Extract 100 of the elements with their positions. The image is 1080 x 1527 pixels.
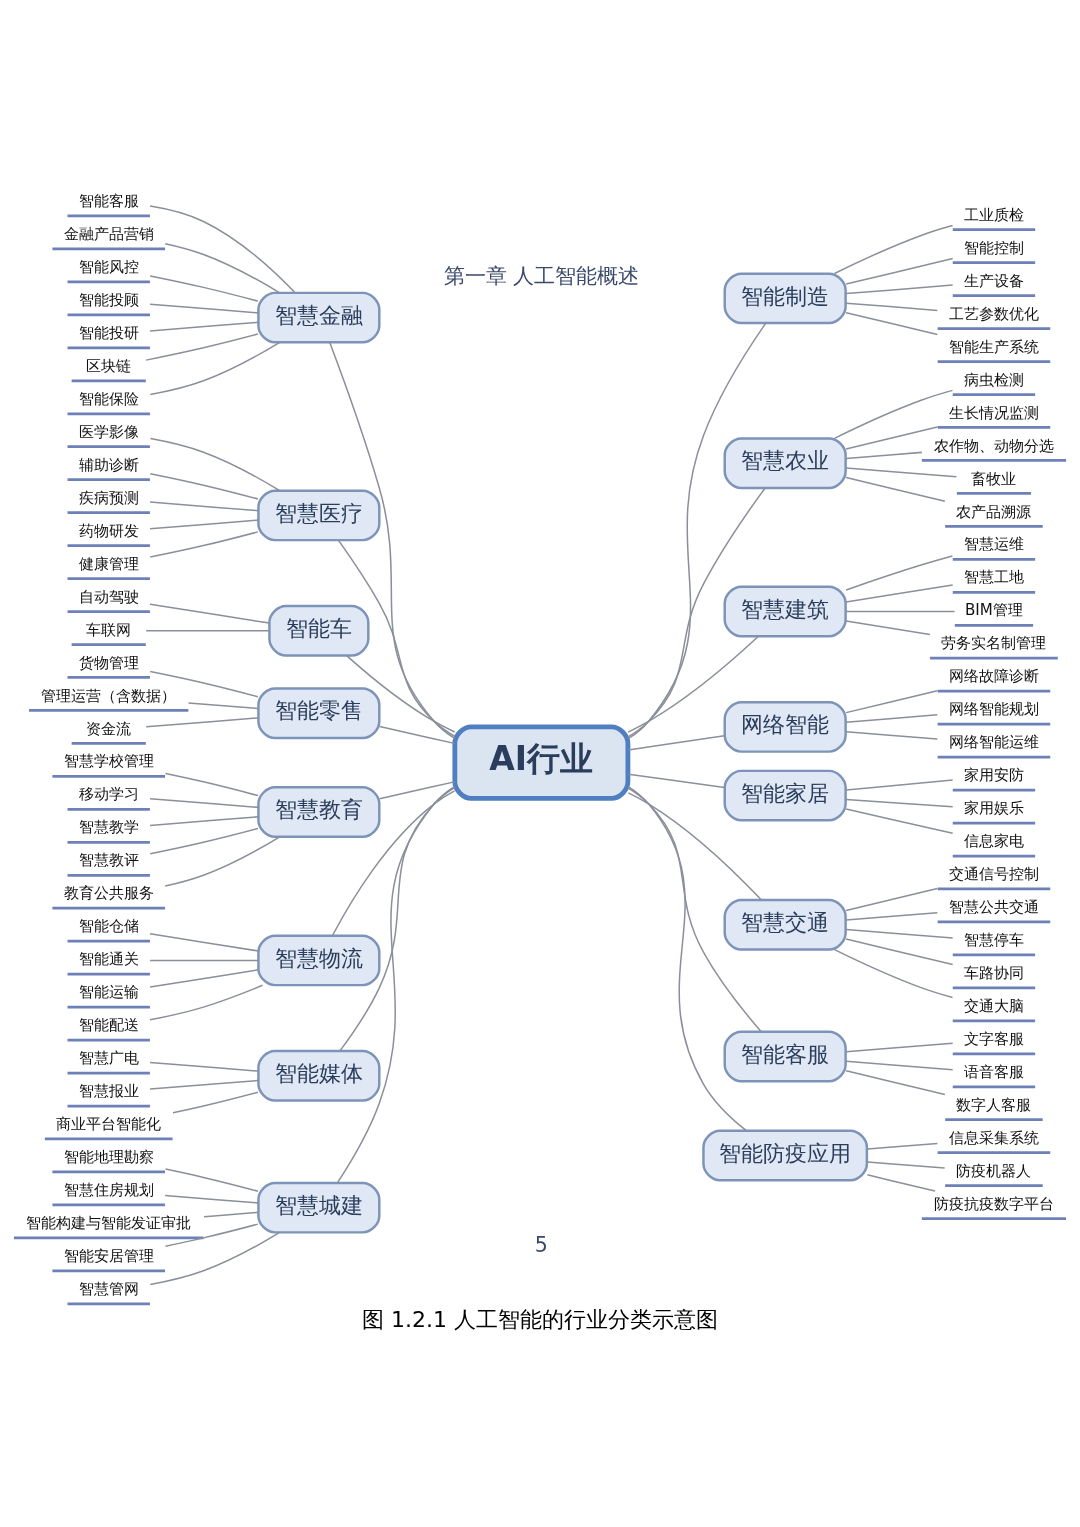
node-text: 智能安居管理 [63, 1246, 154, 1265]
node-text: 智慧停车 [963, 930, 1024, 949]
connector [845, 301, 939, 311]
connector [627, 322, 767, 739]
connector [378, 725, 456, 744]
node-box: 智慧物流 [257, 933, 381, 986]
node-text: 智能构建与智能发证审批 [26, 1213, 192, 1232]
connector [833, 224, 954, 274]
node-text: 网络智能规划 [948, 699, 1039, 718]
node-box: 智能客服 [723, 1030, 847, 1082]
node-box: 智慧建筑 [723, 585, 847, 637]
node-box: 网络智能 [723, 700, 847, 753]
connector [329, 341, 456, 739]
connector [845, 476, 946, 502]
node-box: 智慧教育 [257, 785, 381, 838]
node-text: 教育公共服务 [63, 883, 154, 902]
connector [149, 518, 260, 529]
connector [149, 1079, 260, 1090]
connector [339, 786, 456, 1052]
connector [164, 835, 281, 887]
node-text: 防疫抗疫数字平台 [933, 1194, 1054, 1213]
connector [833, 389, 954, 439]
node-text: 智能地理勘察 [63, 1147, 154, 1166]
connector [627, 734, 726, 751]
connector [149, 341, 281, 395]
node-box: 智慧农业 [723, 436, 847, 489]
connector [149, 984, 264, 1021]
node-text: 货物管理 [78, 653, 139, 672]
node-text: 商业平台智能化 [56, 1114, 162, 1133]
node-text: 信息采集系统 [948, 1128, 1039, 1147]
node-text: 文字客服 [963, 1029, 1024, 1048]
node-text: 工业质检 [963, 205, 1024, 224]
connector [378, 780, 456, 799]
connector [845, 937, 954, 965]
node-text: 智慧教评 [78, 850, 139, 869]
node-text: 智慧学校管理 [63, 751, 154, 770]
node-text: 智能风控 [78, 257, 139, 276]
node-text: 农产品溯源 [956, 501, 1032, 520]
connector [845, 1060, 954, 1071]
connector [627, 773, 726, 788]
caption: 图 1.2.1 人工智能的行业分类示意图 [362, 1306, 718, 1332]
node-text: 生长情况监测 [948, 403, 1039, 422]
connector [149, 827, 259, 855]
node-text: 网络智能运维 [948, 732, 1039, 751]
node-box: 智能制造 [723, 271, 847, 324]
connector [149, 303, 260, 314]
connector [203, 1211, 259, 1217]
node-text: 防疫机器人 [956, 1161, 1032, 1180]
node-text: BIM管理 [965, 600, 1023, 619]
connector [845, 928, 954, 939]
connector [149, 274, 259, 302]
node-text: 辅助诊断 [78, 455, 139, 474]
node-text: 病虫检测 [963, 370, 1024, 389]
connector [164, 242, 281, 293]
connector [845, 730, 939, 740]
node-text: 家用安防 [963, 765, 1024, 784]
connector [149, 500, 260, 511]
node-text: 移动学习 [78, 784, 139, 803]
node-text: 工艺参数优化 [948, 304, 1039, 323]
connector [845, 798, 954, 807]
node-text: 智能配送 [78, 1015, 139, 1034]
node-text: 智能客服 [78, 191, 139, 210]
label: 第一章 人工智能概述 [443, 263, 640, 288]
node-box: 智能零售 [257, 686, 381, 739]
connector [845, 887, 939, 911]
connector [866, 1173, 936, 1192]
connector [845, 311, 939, 335]
connector [164, 772, 259, 796]
connector [145, 629, 271, 632]
connector [149, 472, 259, 500]
node-text: 畜牧业 [971, 469, 1017, 488]
label: 5 [534, 1232, 548, 1257]
connector [149, 815, 260, 826]
node-text: 智能投顾 [78, 290, 139, 309]
node-box: 智能防疫应用 [702, 1129, 869, 1181]
node-text: 网络故障诊断 [948, 666, 1039, 685]
node-text: 区块链 [86, 356, 132, 375]
node-text: 数字人客服 [956, 1095, 1032, 1114]
connector [845, 911, 939, 921]
node-box: 智慧医疗 [257, 488, 381, 541]
connector [149, 959, 260, 961]
node-text: 健康管理 [78, 554, 139, 573]
node-text: 车联网 [86, 620, 132, 639]
node-text: 智能控制 [963, 238, 1024, 257]
node-text: 智慧广电 [78, 1048, 139, 1067]
node-text: 劳务实名制管理 [941, 633, 1047, 652]
node-text: 管理运营（含数据） [41, 686, 177, 705]
connector [149, 1231, 281, 1285]
connector [845, 425, 939, 450]
node-text: 自动驾驶 [78, 587, 139, 606]
node-text: 智能投研 [78, 323, 139, 342]
connector [845, 713, 939, 723]
node-text: 资金流 [86, 719, 132, 738]
connector [345, 654, 456, 733]
connector [149, 437, 281, 491]
connector [845, 583, 954, 603]
connector [149, 204, 296, 293]
connector [337, 538, 456, 737]
connector [149, 670, 259, 697]
node-text: 疾病预测 [78, 488, 139, 507]
